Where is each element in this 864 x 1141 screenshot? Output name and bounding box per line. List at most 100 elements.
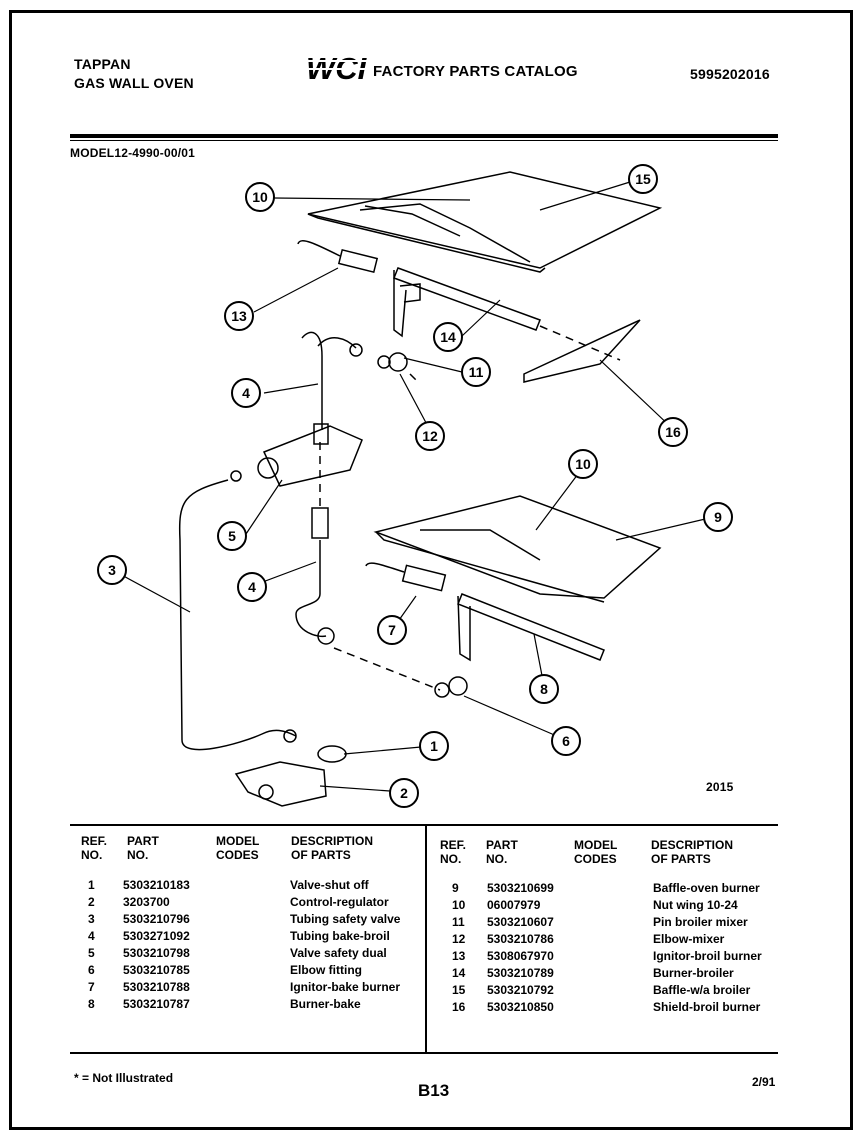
callout-1: 1 bbox=[419, 731, 449, 761]
callout-7: 7 bbox=[377, 615, 407, 645]
tubing-lower-shape bbox=[295, 540, 327, 638]
part-no-cell: 5303210785 bbox=[123, 963, 190, 977]
figure-number: 2015 bbox=[706, 780, 734, 794]
catalog-number: 5995202016 bbox=[690, 66, 770, 82]
ref-no-cell: 4 bbox=[88, 929, 95, 943]
part-no-cell: 5303210792 bbox=[487, 983, 554, 997]
ref-no-cell: 13 bbox=[452, 949, 466, 963]
part-no-cell: 3203700 bbox=[123, 895, 170, 909]
callout-label: 7 bbox=[388, 622, 396, 638]
callout-label: 3 bbox=[108, 562, 116, 578]
callout-label: 5 bbox=[228, 528, 236, 544]
part-no-cell: 5303210699 bbox=[487, 881, 554, 895]
description-cell: Valve-shut off bbox=[290, 878, 369, 892]
ref-no-cell: 2 bbox=[88, 895, 95, 909]
broiler-baffle-shape bbox=[307, 171, 663, 269]
regulator-shape bbox=[234, 761, 327, 807]
bake-burner-shape bbox=[457, 593, 605, 661]
ref-no-cell: 12 bbox=[452, 932, 466, 946]
part-no-cell: 06007979 bbox=[487, 898, 541, 912]
description-cell: Ignitor-broil burner bbox=[653, 949, 762, 963]
description-cell: Nut wing 10-24 bbox=[653, 898, 738, 912]
page-frame bbox=[9, 10, 853, 1130]
table-row: 10 06007979 Nut wing 10-24 bbox=[0, 897, 864, 914]
description-cell: Ignitor-bake burner bbox=[290, 980, 401, 994]
ref-no-cell: 16 bbox=[452, 1000, 466, 1014]
safety-valve-shape bbox=[262, 425, 363, 487]
callout-4-lower: 4 bbox=[237, 572, 267, 602]
callout-11: 11 bbox=[461, 357, 491, 387]
callout-label: 1 bbox=[430, 738, 438, 754]
ref-no-cell: 1 bbox=[88, 878, 95, 892]
callout-markers: 10 15 13 14 11 4 12 16 5 10 9 3 4 7 8 1 … bbox=[97, 164, 733, 808]
part-no-cell: 5303210850 bbox=[487, 1000, 554, 1014]
callout-2: 2 bbox=[389, 778, 419, 808]
ref-no-cell: 5 bbox=[88, 946, 95, 960]
callout-label: 10 bbox=[575, 456, 591, 472]
brand-line-2: GAS WALL OVEN bbox=[74, 75, 194, 91]
callout-label: 4 bbox=[242, 385, 250, 401]
part-no-cell: 5303210607 bbox=[487, 915, 554, 929]
description-cell: Control-regulator bbox=[290, 895, 389, 909]
description-cell: Tubing safety valve bbox=[290, 912, 401, 926]
callout-label: 4 bbox=[248, 579, 256, 595]
part-no-cell: 5303210796 bbox=[123, 912, 190, 926]
callout-label: 15 bbox=[635, 171, 651, 187]
part-no-cell: 5303210798 bbox=[123, 946, 190, 960]
part-no-cell: 5303210786 bbox=[487, 932, 554, 946]
description-cell: Burner-broiler bbox=[653, 966, 734, 980]
table-row: 11 5303210607 Pin broiler mixer bbox=[0, 914, 864, 931]
tubing-upper-shape bbox=[301, 331, 357, 430]
table-row: 8 5303210787 Burner-bake bbox=[0, 996, 864, 1013]
table-row: 12 5303210786 Elbow-mixer bbox=[0, 931, 864, 948]
oven-baffle-shape bbox=[373, 495, 662, 599]
table-divider bbox=[425, 826, 427, 1052]
header-ref-no: REF.NO. bbox=[81, 834, 108, 862]
description-cell: Pin broiler mixer bbox=[653, 915, 748, 929]
table-row: 5 5303210798 Valve safety dual bbox=[0, 945, 864, 962]
callout-16: 16 bbox=[658, 417, 688, 447]
page-number: B13 bbox=[418, 1081, 450, 1100]
ref-no-cell: 7 bbox=[88, 980, 95, 994]
callout-12: 12 bbox=[415, 421, 445, 451]
broil-ignitor-shape bbox=[337, 248, 379, 274]
callout-6: 6 bbox=[551, 726, 581, 756]
ref-no-cell: 10 bbox=[452, 898, 466, 912]
table-row: 9 5303210699 Baffle-oven burner bbox=[0, 880, 864, 897]
ref-no-cell: 9 bbox=[452, 881, 459, 895]
callout-4-upper: 4 bbox=[231, 378, 261, 408]
callout-label: 6 bbox=[562, 733, 570, 749]
part-no-cell: 5303210183 bbox=[123, 878, 190, 892]
callout-label: 2 bbox=[400, 785, 408, 801]
header-rule bbox=[70, 134, 778, 138]
ref-no-cell: 8 bbox=[88, 997, 95, 1011]
description-cell: Baffle-oven burner bbox=[653, 881, 760, 895]
callout-9: 9 bbox=[703, 502, 733, 532]
callout-10-lower: 10 bbox=[568, 449, 598, 479]
description-cell: Baffle-w/a broiler bbox=[653, 983, 751, 997]
description-cell: Elbow-mixer bbox=[653, 932, 725, 946]
part-no-cell: 5303210788 bbox=[123, 980, 190, 994]
callout-8: 8 bbox=[529, 674, 559, 704]
brand-line-1: TAPPAN bbox=[74, 56, 131, 72]
table-row: 7 5303210788 Ignitor-bake burner bbox=[0, 979, 864, 996]
part-no-cell: 5303210787 bbox=[123, 997, 190, 1011]
header-rule-thin bbox=[70, 140, 778, 141]
description-cell: Valve safety dual bbox=[290, 946, 387, 960]
callout-15: 15 bbox=[628, 164, 658, 194]
catalog-title: FACTORY PARTS CATALOG bbox=[373, 63, 578, 80]
wci-logo-text: WCI bbox=[306, 51, 367, 84]
callout-3: 3 bbox=[97, 555, 127, 585]
description-cell: Burner-bake bbox=[290, 997, 361, 1011]
ref-no-cell: 11 bbox=[452, 915, 465, 929]
table-row: 2 3203700 Control-regulator bbox=[0, 894, 864, 911]
